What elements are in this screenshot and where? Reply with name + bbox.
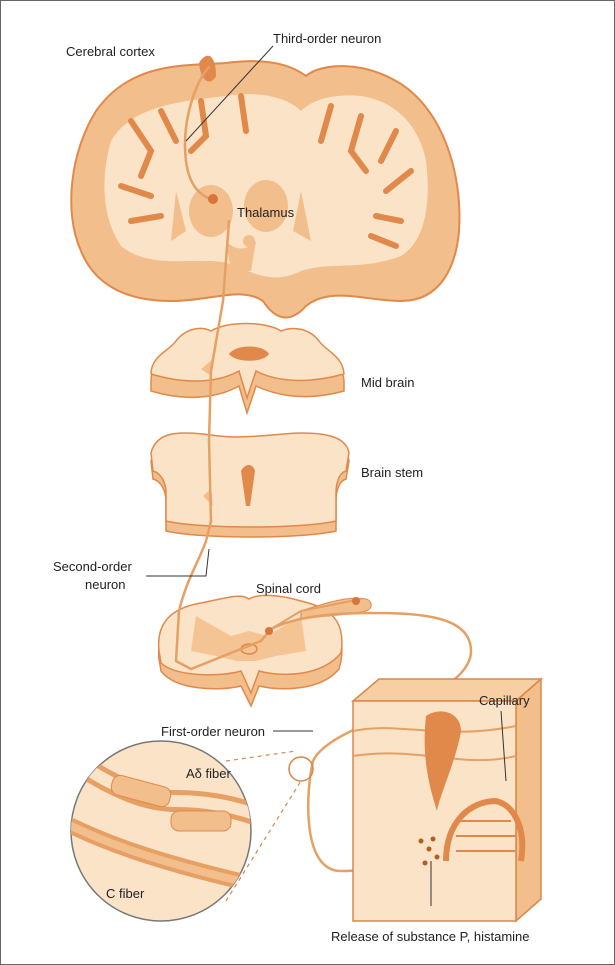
cerebral-cortex — [71, 56, 459, 318]
label-second-order-neuron-1: Second-order — [53, 559, 132, 574]
label-a-delta-fiber: Aδ fiber — [186, 766, 231, 781]
ganglion-cell — [352, 597, 360, 605]
mid-brain — [151, 324, 344, 414]
label-first-order-neuron: First-order neuron — [161, 724, 265, 739]
label-release-substance-p: Release of substance P, histamine — [331, 929, 530, 944]
label-c-fiber: C fiber — [106, 886, 145, 901]
brain-stem — [151, 433, 349, 537]
label-third-order-neuron: Third-order neuron — [273, 31, 381, 46]
spinal-cord — [159, 595, 372, 706]
skin-tissue-block — [353, 679, 541, 921]
label-thalamus: Thalamus — [237, 205, 295, 220]
thalamus-synapse — [208, 194, 218, 204]
spinal-synapse — [265, 627, 273, 635]
label-spinal-cord: Spinal cord — [256, 581, 321, 596]
label-cerebral-cortex: Cerebral cortex — [66, 44, 155, 59]
label-capillary: Capillary — [479, 693, 530, 708]
label-mid-brain: Mid brain — [361, 375, 414, 390]
label-brain-stem: Brain stem — [361, 465, 423, 480]
label-second-order-neuron-2: neuron — [85, 577, 125, 592]
